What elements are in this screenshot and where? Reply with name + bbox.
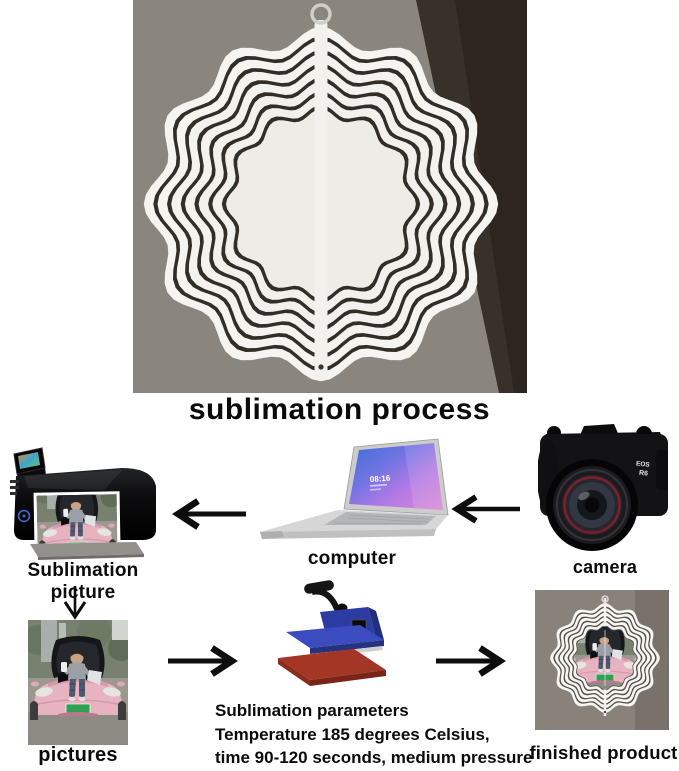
laptop-image: 08:16 xyxy=(260,438,449,539)
parameters-line: time 90-120 seconds, medium pressure xyxy=(215,748,533,767)
printer-tray xyxy=(30,542,144,557)
svg-text:EOS: EOS xyxy=(636,460,651,468)
svg-text:R6: R6 xyxy=(639,470,649,478)
printed-photo xyxy=(33,491,121,547)
arrow-right-icon xyxy=(436,645,506,677)
arrow-right-icon xyxy=(168,645,238,677)
arrow-down-icon xyxy=(63,586,87,620)
product-photo xyxy=(133,0,527,393)
computer-label: computer xyxy=(307,548,397,569)
laptop-clock: 08:16 xyxy=(370,474,392,484)
spinner-spine xyxy=(314,20,328,381)
arrow-left-icon xyxy=(172,498,246,530)
pictures-label: pictures xyxy=(38,744,118,766)
finished-product-photo xyxy=(535,590,669,730)
camera-model-badge: EOS R6 xyxy=(636,460,651,478)
spinner-bottom-hole xyxy=(318,364,324,370)
camera-image: EOS R6 xyxy=(538,424,668,551)
arrow-left-icon xyxy=(451,494,520,524)
hanging-ring xyxy=(310,3,332,25)
heat-press-image xyxy=(278,580,386,686)
sublimation-picture-label: Sublimation picture xyxy=(27,560,139,603)
wind-spinner-blank xyxy=(133,0,527,393)
pictures-photo xyxy=(28,620,128,745)
hanging-ring xyxy=(601,595,609,603)
printer-image xyxy=(10,447,156,560)
finished-product-label: finished product xyxy=(529,742,678,763)
camera-label: camera xyxy=(572,557,638,577)
page-title: sublimation process xyxy=(188,393,491,426)
heat-press-pad xyxy=(278,649,386,680)
parameters-line: Temperature 185 degrees Celsius, xyxy=(215,724,490,744)
sublimation-parameters: Sublimation parameters Temperature 185 d… xyxy=(215,699,532,770)
heat-press-handle xyxy=(304,580,334,594)
parameters-line: Sublimation parameters xyxy=(215,701,409,720)
